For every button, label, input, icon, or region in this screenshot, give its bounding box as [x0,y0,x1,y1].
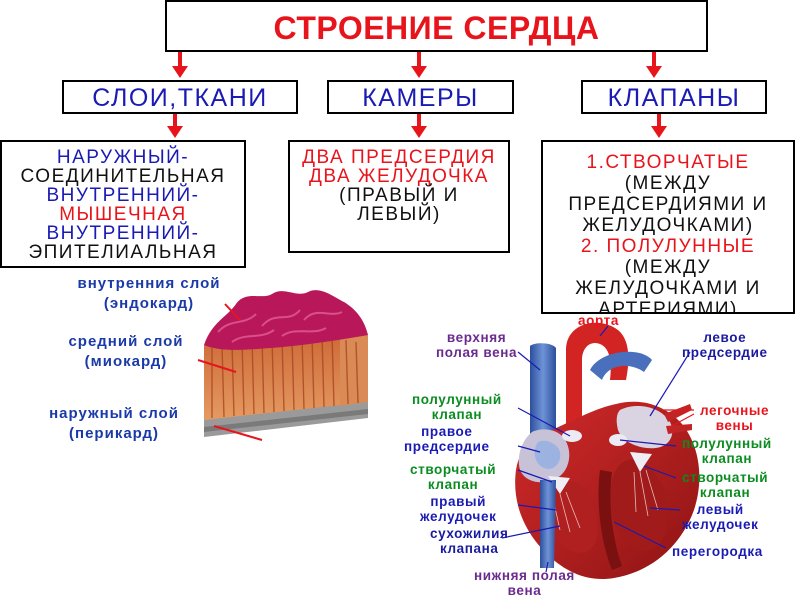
label-pulmonary-veins: легочные вены [700,403,769,433]
label-semilunar-valve-left: полулунный клапан [412,392,502,422]
layers-line-6: ЭПИТЕЛИАЛЬНАЯ [28,242,218,263]
label-sl-left-line2: клапан [431,407,483,422]
valves-line-7: ЖЕЛУДОЧКАМИ И [575,278,761,299]
label-sl-right-line2: клапан [701,451,753,466]
label-rv-line1: правый [430,494,487,509]
label-cusp-left-line1: створчатый [410,462,497,477]
page-title: СТРОЕНИЕ СЕРДЦА [273,10,600,46]
valves-line-2: (МЕЖДУ [624,173,712,194]
label-cusp-right-line1: створчатый [682,470,769,485]
layers-line-3: ВНУТРЕННИЙ- [46,185,200,206]
category-layers-box: СЛОИ,ТКАНИ [62,80,298,114]
title-box: СТРОЕНИЕ СЕРДЦА [165,0,708,52]
label-chordae: сухожилия клапана [430,526,508,556]
chambers-detail-box: ДВА ПРЕДСЕРДИЯ ДВА ЖЕЛУДОЧКА (ПРАВЫЙ И Л… [288,140,510,253]
label-cuspid-valve-left: створчатый клапан [410,462,496,492]
valves-line-8: АРТЕРИЯМИ) [598,299,738,314]
label-ivc-line1: нижняя полая [474,568,575,583]
category-chambers-label: КАМЕРЫ [362,84,479,112]
label-cusp-right-line2: клапан [699,485,751,500]
heart-section-image [501,322,700,580]
chambers-line-1: ДВА ПРЕДСЕРДИЯ [302,147,496,168]
valves-line-3: ПРЕДСЕРДИЯМИ И [568,194,768,215]
label-pericardium: наружный слой (перикард) [14,404,214,444]
layers-line-4: МЫШЕЧНАЯ [59,204,187,225]
label-left-atrium: левое предсердие [682,330,768,360]
endocardium-layer [204,290,368,350]
layers-detail-box: НАРУЖНЫЙ- СОЕДИНИТЕЛЬНАЯ ВНУТРЕННИЙ- МЫШ… [0,140,246,268]
category-valves-box: КЛАПАНЫ [581,80,767,114]
label-aorta: аорта [578,313,619,328]
chambers-line-3: (ПРАВЫЙ И [339,185,459,206]
label-cuspid-valve-right: створчатый клапан [682,470,768,500]
label-semilunar-valve-right: полулунный клапан [682,436,772,466]
chambers-line-4: ЛЕВЫЙ) [357,204,441,225]
label-right-ventricle: правый желудочек [420,494,496,524]
septum [598,470,622,570]
label-septum: перегородка [672,544,763,559]
valves-line-6: (МЕЖДУ [624,257,712,278]
category-chambers-box: КАМЕРЫ [327,80,514,114]
label-myocardium-line1: средний слой [68,333,184,350]
chambers-line-2: ДВА ЖЕЛУДОЧКА [309,166,489,187]
label-la-line2: предсердие [682,345,768,360]
layers-line-2: СОЕДИНИТЕЛЬНАЯ [20,166,226,187]
label-right-atrium: правое предсердие [404,424,490,454]
label-endocardium: внутренния слой (эндокард) [44,274,254,314]
label-lv-line2: желудочек [682,517,759,532]
inferior-vena-cava [540,480,556,568]
valves-line-4: ЖЕЛУДОЧКАМИ) [582,215,754,236]
valves-line-5: 2. ПОЛУЛУННЫЕ [580,236,756,257]
aorta [566,322,629,440]
superior-vena-cava [530,343,556,440]
label-inferior-vena-cava: нижняя полая вена [474,568,575,598]
valves-detail-box: 1.СТВОРЧАТЫЕ (МЕЖДУ ПРЕДСЕРДИЯМИ И ЖЕЛУД… [541,140,795,314]
label-svc-line2: полая вена [436,345,518,360]
label-endocardium-line1: внутренния слой [77,275,221,292]
label-la-line1: левое [703,330,747,345]
layers-line-1: НАРУЖНЫЙ- [56,147,190,168]
label-superior-vena-cava: верхняя полая вена [436,330,517,360]
label-endocardium-line2: (эндокард) [103,295,195,312]
label-ra-line1: правое [421,424,473,439]
heart-wall-image [197,290,368,441]
label-chordae-line2: клапана [439,541,499,556]
label-rv-line2: желудочек [420,509,497,524]
label-myocardium-line2: (миокард) [84,353,168,370]
label-sl-left-line1: полулунный [412,392,502,407]
category-valves-label: КЛАПАНЫ [607,84,741,112]
label-pv-line1: легочные [700,403,770,418]
label-ivc-line2: вена [507,583,542,598]
label-pericardium-line2: (перикард) [69,425,159,442]
label-pv-line2: вены [715,418,754,433]
label-myocardium: средний слой (миокард) [40,332,212,372]
layers-line-5: ВНУТРЕННИЙ- [46,223,200,244]
label-svc-line1: верхняя [446,330,507,345]
label-lv-line1: левый [696,502,744,517]
label-cusp-left-line2: клапан [427,477,479,492]
category-layers-label: СЛОИ,ТКАНИ [92,84,268,112]
label-ra-line2: предсердие [404,439,490,454]
label-chordae-line1: сухожилия [430,526,509,541]
label-left-ventricle: левый желудочек [682,502,758,532]
label-pericardium-line1: наружный слой [49,405,179,422]
label-sl-right-line1: полулунный [682,436,772,451]
valves-line-1: 1.СТВОРЧАТЫЕ [586,152,750,173]
